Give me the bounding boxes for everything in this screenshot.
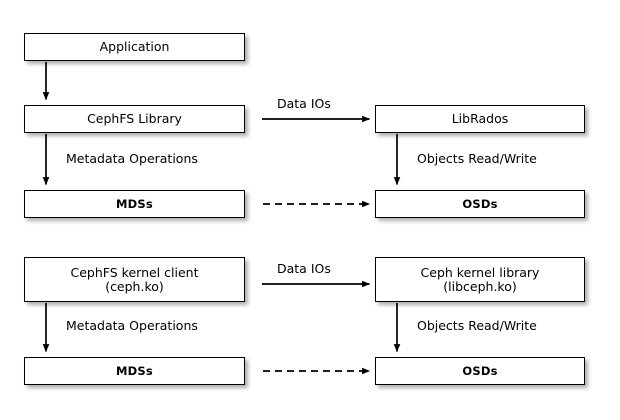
node-librados[interactable]: LibRados: [375, 105, 585, 133]
node-librados-label: LibRados: [451, 111, 509, 126]
node-mdss-top[interactable]: MDSs: [24, 190, 245, 218]
edge-label-metadata-operations-bottom: Metadata Operations: [66, 318, 198, 333]
node-osds-bottom[interactable]: OSDs: [375, 357, 585, 385]
edge-label-objects-read-write-bottom: Objects Read/Write: [417, 318, 537, 333]
edge-label-objects-read-write-top: Objects Read/Write: [417, 151, 537, 166]
node-mdss-top-label: MDSs: [116, 196, 153, 211]
node-application-label: Application: [99, 39, 170, 54]
edge-label-data-ios-bottom: Data IOs: [277, 261, 331, 276]
node-ceph-kernel-library[interactable]: Ceph kernel library (libceph.ko): [375, 257, 585, 302]
node-application[interactable]: Application: [24, 33, 245, 61]
node-ceph-kernel-library-label: Ceph kernel library (libceph.ko): [420, 264, 540, 294]
node-osds-top[interactable]: OSDs: [375, 190, 585, 218]
node-osds-top-label: OSDs: [462, 196, 498, 211]
node-cephfs-kernel-client[interactable]: CephFS kernel client (ceph.ko): [24, 257, 245, 302]
edge-label-metadata-operations-top: Metadata Operations: [66, 151, 198, 166]
edge-label-data-ios-top: Data IOs: [277, 96, 331, 111]
node-cephfs-library-label: CephFS Library: [87, 111, 182, 126]
node-osds-bottom-label: OSDs: [462, 363, 498, 378]
node-cephfs-kernel-client-label: CephFS kernel client (ceph.ko): [70, 264, 199, 294]
node-mdss-bottom[interactable]: MDSs: [24, 357, 245, 385]
node-mdss-bottom-label: MDSs: [116, 363, 153, 378]
node-cephfs-library[interactable]: CephFS Library: [24, 105, 245, 133]
